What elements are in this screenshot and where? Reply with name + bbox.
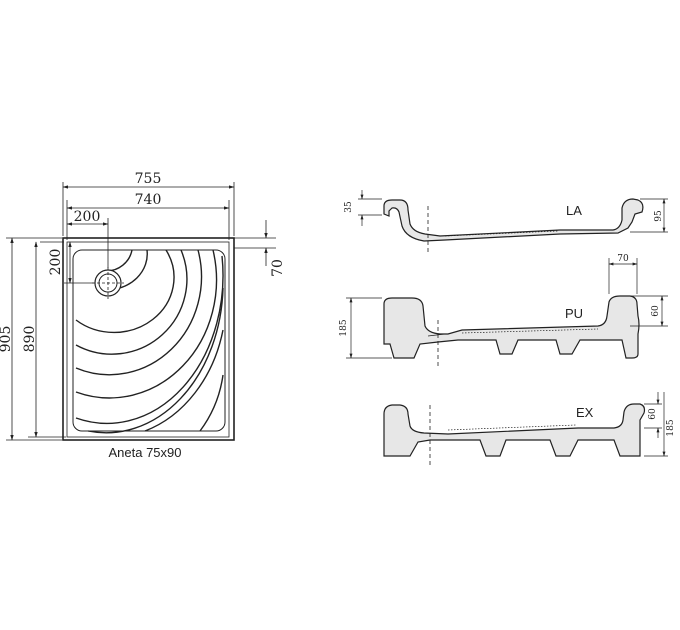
section-pu-label: PU <box>565 306 583 321</box>
dim-label-overall-length: 905 <box>0 326 14 353</box>
dim-label-pu-left: 185 <box>339 319 349 336</box>
dim-label-ex-total: 185 <box>666 419 676 436</box>
section-la-label: LA <box>566 203 582 218</box>
plan-view <box>6 182 276 441</box>
dim-inner-width <box>66 200 230 240</box>
tray-grooves <box>75 249 224 434</box>
dim-overall-width <box>62 182 235 236</box>
dim-label-pu-right: 60 <box>651 305 661 317</box>
section-la <box>358 190 668 252</box>
model-label: Aneta 75x90 <box>108 445 181 460</box>
section-ex <box>383 392 668 466</box>
dim-drain-y <box>40 241 94 284</box>
section-pu-profile <box>383 295 640 359</box>
dim-label-overall-width: 755 <box>135 171 162 187</box>
dim-label-pu-top: 70 <box>617 254 629 264</box>
dim-rim-offset <box>234 220 276 266</box>
dim-inner-length <box>28 241 66 438</box>
dim-overall-length <box>6 237 62 441</box>
dim-label-drain-x: 200 <box>74 209 101 225</box>
drain-icon <box>92 267 124 299</box>
tray-outline <box>62 237 235 441</box>
dim-label-inner-length: 890 <box>22 326 38 353</box>
dim-label-la-rim: 35 <box>344 201 354 213</box>
dim-drain-x <box>66 218 109 268</box>
section-pu <box>346 258 668 368</box>
section-ex-label: EX <box>576 405 594 420</box>
section-la-profile <box>383 198 644 242</box>
dim-label-la-right: 95 <box>654 210 664 222</box>
dim-label-ex-inner: 60 <box>648 408 658 420</box>
dim-label-drain-y: 200 <box>48 249 64 276</box>
dim-label-inner-width: 740 <box>135 192 162 208</box>
dim-label-rim-offset: 70 <box>270 259 286 277</box>
section-ex-profile <box>383 403 646 457</box>
